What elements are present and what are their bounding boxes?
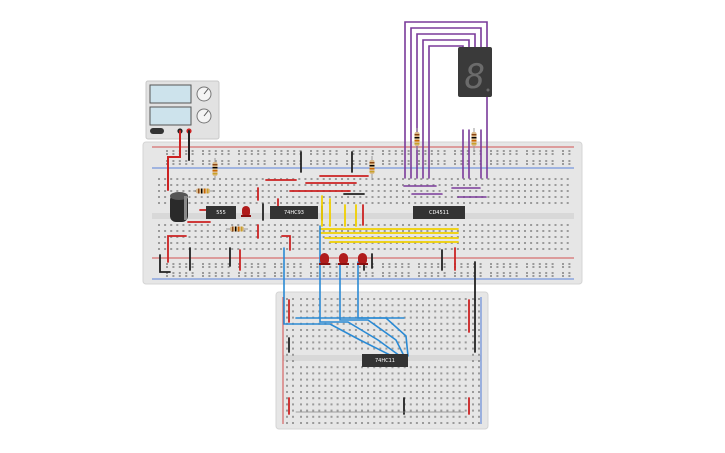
led-output-3[interactable] (357, 253, 368, 265)
power-supply[interactable] (145, 80, 220, 140)
chip-555-label: 555 (216, 210, 226, 216)
display-digit: 8 (465, 57, 485, 97)
chip-cd4511-label: CD4511 (429, 210, 449, 216)
chip-74hc93: 74HC93 (270, 206, 318, 219)
seven-segment-display: 8 (458, 47, 492, 97)
chip-555: 555 (206, 206, 236, 219)
wires-secondary (288, 299, 476, 415)
led-timer[interactable] (241, 206, 251, 217)
decimal-point-icon (486, 88, 490, 92)
resistors (193, 128, 477, 232)
wires-blue (283, 225, 409, 357)
wires-power (159, 130, 476, 301)
led-output-2[interactable] (338, 253, 349, 265)
electrolytic-capacitor (170, 192, 188, 222)
chip-74hc93-label: 74HC93 (284, 210, 304, 216)
led-output-1[interactable] (319, 253, 330, 265)
voltage-display (149, 84, 192, 104)
current-display (149, 106, 192, 126)
chip-74hc11: 74HC11 (362, 354, 408, 367)
wires-yellow (319, 195, 459, 243)
chip-cd4511: CD4511 (413, 206, 465, 219)
main-breadboard-holes (158, 150, 571, 277)
power-switch[interactable] (150, 128, 164, 134)
secondary-breadboard-holes (286, 298, 480, 424)
chip-74hc11-label: 74HC11 (375, 358, 395, 364)
